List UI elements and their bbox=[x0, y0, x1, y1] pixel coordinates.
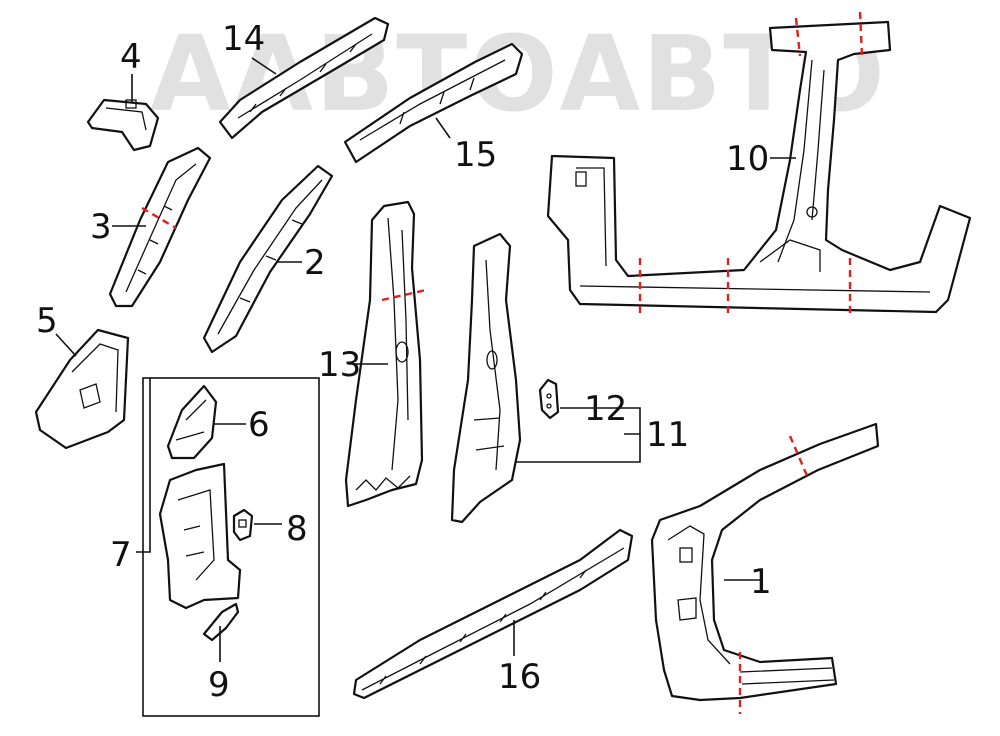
leader-lines bbox=[55, 57, 796, 662]
callout-13: 13 bbox=[318, 345, 361, 385]
callout-3: 3 bbox=[90, 207, 112, 247]
part-15-roof-side-rail[interactable] bbox=[343, 42, 524, 164]
part-12-small-plate[interactable] bbox=[538, 378, 560, 420]
callout-1: 1 bbox=[750, 562, 772, 602]
callout-15: 15 bbox=[454, 135, 497, 175]
callout-10: 10 bbox=[726, 139, 769, 179]
callout-9: 9 bbox=[208, 665, 230, 705]
part-16-rocker-reinforcement[interactable] bbox=[352, 528, 634, 700]
part-2-front-pillar[interactable] bbox=[202, 164, 334, 354]
part-4-bracket[interactable] bbox=[86, 98, 160, 152]
part-7-center-pillar-lower-reinforcement[interactable] bbox=[158, 462, 242, 610]
part-8-nut-plate[interactable] bbox=[232, 508, 254, 542]
part-13-center-pillar-inner[interactable] bbox=[344, 200, 424, 508]
callout-4: 4 bbox=[120, 37, 142, 77]
part-6-bracket[interactable] bbox=[166, 384, 218, 460]
group-box-7 bbox=[142, 377, 320, 717]
part-11-center-pillar-outer[interactable] bbox=[450, 232, 522, 524]
callout-8: 8 bbox=[286, 509, 308, 549]
part-3-front-pillar-inner[interactable] bbox=[108, 146, 212, 308]
callout-11: 11 bbox=[646, 415, 689, 455]
callout-6: 6 bbox=[248, 405, 270, 445]
part-1-body-side-outer[interactable] bbox=[650, 422, 880, 702]
watermark-logo: ААВТОАВТО bbox=[150, 13, 887, 135]
part-5-hinge-pillar-lower[interactable] bbox=[34, 328, 130, 450]
callout-12: 12 bbox=[584, 389, 627, 429]
part-14-roof-rail-reinforcement[interactable] bbox=[218, 16, 390, 140]
part-10-body-side-inner[interactable] bbox=[546, 20, 972, 314]
cut-lines bbox=[141, 11, 864, 714]
callout-7: 7 bbox=[110, 535, 132, 575]
callout-16: 16 bbox=[498, 657, 541, 697]
callout-14: 14 bbox=[222, 19, 265, 59]
part-9-clip[interactable] bbox=[202, 602, 240, 642]
callout-5: 5 bbox=[36, 301, 58, 341]
callout-2: 2 bbox=[304, 243, 326, 283]
